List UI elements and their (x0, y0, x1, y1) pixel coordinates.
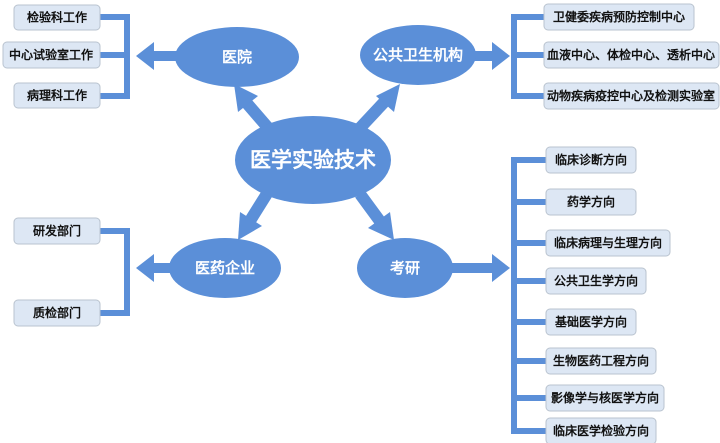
item-label: 临床病理与生理方向 (554, 235, 662, 250)
arrow-pharma-left (136, 254, 154, 282)
postgrad-node[interactable]: 考研 (357, 238, 453, 298)
item-label: 研发部门 (33, 223, 81, 238)
hospital-node[interactable]: 医院 (175, 27, 299, 87)
center-node[interactable]: 医学实验技术 (235, 116, 391, 204)
item-label: 病理科工作 (27, 88, 87, 103)
item-label: 动物疾病疫控中心及检测实验室 (547, 88, 715, 103)
hospital-item[interactable]: 病理科工作 (13, 82, 101, 109)
postgrad-item[interactable]: 公共卫生学方向 (545, 267, 647, 295)
item-label: 临床诊断方向 (555, 152, 627, 167)
arrow-to-pharma (238, 212, 262, 240)
item-label: 卫健委疾病预防控制中心 (553, 9, 685, 24)
item-label: 公共卫生学方向 (554, 273, 638, 288)
item-label: 影像学与核医学方向 (551, 390, 659, 405)
item-label: 血液中心、体检中心、透析中心 (547, 47, 715, 62)
center-arrows (234, 84, 400, 240)
item-label: 药学方向 (567, 194, 615, 209)
pharma-node[interactable]: 医药企业 (169, 238, 281, 298)
arrow-to-postgrad (368, 212, 394, 240)
public-health-node[interactable]: 公共卫生机构 (360, 25, 476, 85)
hospital-item[interactable]: 中心试验室工作 (2, 41, 101, 69)
postgrad-label: 考研 (390, 259, 420, 277)
postgrad-item[interactable]: 临床诊断方向 (545, 146, 637, 174)
public-health-item[interactable]: 卫健委疾病预防控制中心 (543, 3, 695, 31)
postgrad-item[interactable]: 临床病理与生理方向 (545, 229, 671, 257)
public-health-item[interactable]: 动物疾病疫控中心及检测实验室 (543, 82, 720, 110)
hospital-item[interactable]: 检验科工作 (13, 4, 101, 31)
item-label: 质检部门 (33, 305, 81, 320)
public-health-item[interactable]: 血液中心、体检中心、透析中心 (543, 41, 720, 69)
public-health-label: 公共卫生机构 (373, 46, 463, 64)
arrow-public-health-right (492, 42, 510, 70)
item-label: 生物医药工程方向 (553, 353, 649, 368)
item-label: 中心试验室工作 (9, 47, 93, 62)
hospital-label: 医院 (222, 48, 252, 66)
center-label: 医学实验技术 (250, 148, 376, 172)
postgrad-item[interactable]: 药学方向 (545, 188, 637, 216)
postgrad-item[interactable]: 生物医药工程方向 (545, 347, 657, 375)
public-health-bracket (511, 14, 544, 99)
item-label: 临床医学检验方向 (553, 423, 649, 438)
arrow-postgrad-right (492, 254, 510, 282)
item-label: 检验科工作 (27, 10, 87, 25)
pharma-bracket (100, 228, 130, 316)
postgrad-item[interactable]: 影像学与核医学方向 (545, 384, 665, 412)
pharma-item[interactable]: 研发部门 (13, 217, 101, 245)
arrow-hospital-left (136, 42, 154, 70)
pharma-item[interactable]: 质检部门 (13, 299, 101, 327)
pharma-label: 医药企业 (195, 259, 255, 277)
arrow-to-hospital (234, 84, 258, 112)
item-label: 基础医学方向 (554, 314, 627, 329)
arrow-to-public-health (376, 84, 400, 112)
hospital-bracket (100, 14, 130, 99)
postgrad-item[interactable]: 基础医学方向 (545, 308, 637, 336)
postgrad-item[interactable]: 临床医学检验方向 (545, 417, 657, 443)
postgrad-bracket (511, 157, 546, 434)
